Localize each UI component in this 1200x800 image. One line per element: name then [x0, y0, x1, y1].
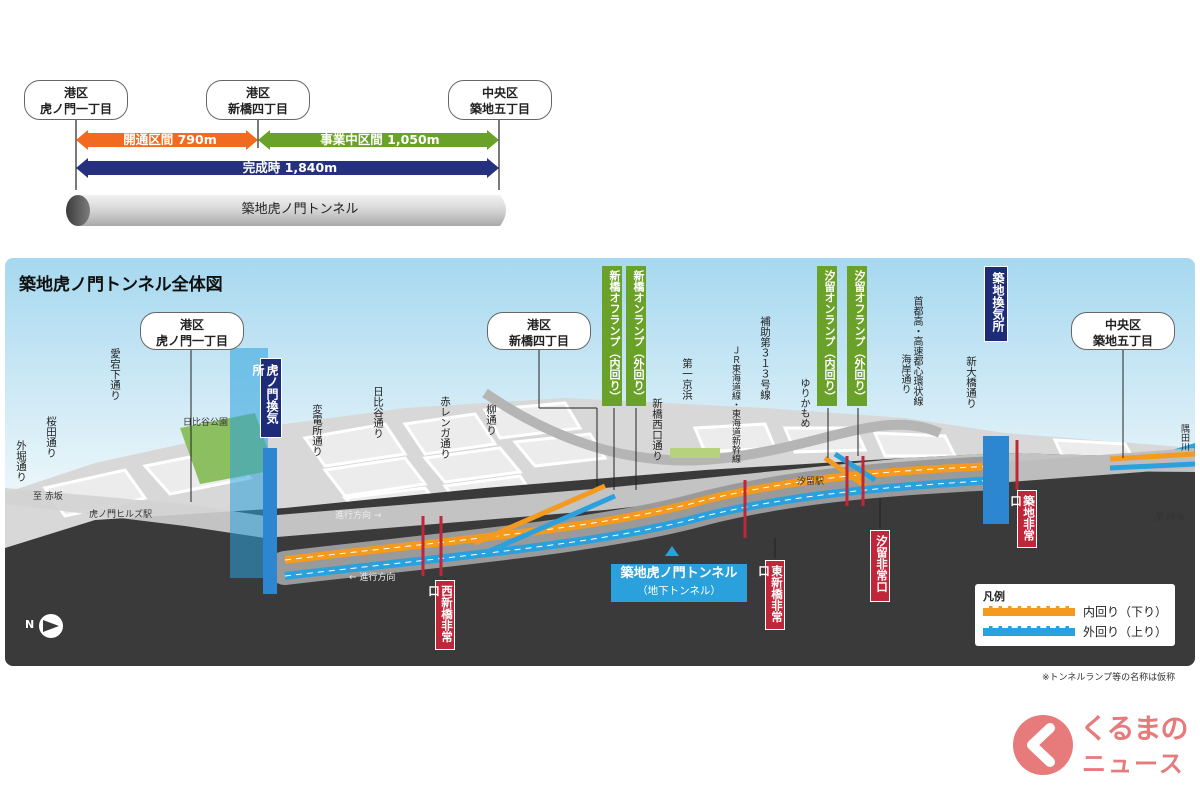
label-akarenga: 赤レンガ通り — [439, 396, 451, 459]
label-kaigan: 海岸通り — [899, 354, 910, 394]
overview-loc-right: 中央区 築地五丁目 — [1071, 312, 1175, 350]
complete-label: 完成時 1,840m — [242, 160, 338, 175]
overview-loc-left: 港区 虎ノ門一丁目 — [140, 312, 244, 350]
location-right-ward: 中央区 — [481, 86, 518, 100]
label-toranomon-hills-station: 虎ノ門ヒルズ駅 — [89, 510, 153, 520]
label-sakurada: 桜田通り — [45, 416, 57, 458]
ramp-shinbashi-off: 新橋オフランプ（内回り） — [602, 266, 622, 406]
label-hibiya: 日比谷通り — [372, 386, 384, 439]
north-indicator: N — [25, 614, 75, 638]
shiodome-ramp-on — [823, 455, 867, 489]
exit-nishi-shinbashi: 西新橋非常口 — [427, 580, 455, 650]
location-right-town: 築地五丁目 — [469, 102, 530, 116]
shinbashi-ramp-on — [483, 493, 617, 556]
label-yurikamome: ゆりかもめ — [798, 378, 809, 428]
vent-tsukiji: 築地換気所 — [984, 266, 1008, 342]
tunnel-callout-name: 築地虎ノ門トンネル — [620, 566, 738, 581]
overview-title: 築地虎ノ門トンネル全体図 — [19, 275, 223, 295]
label-shutoko: 首都高・高速都心環状線 — [911, 296, 922, 406]
label-direction-1: 進行方向 → — [335, 511, 382, 521]
footnote: ※トンネルランプ等の名称は仮称 — [1042, 673, 1176, 683]
overview-loc-mid: 港区 新橋四丁目 — [487, 312, 591, 350]
brand-line2: ニュース — [1082, 750, 1185, 778]
overview-loc-mid-town: 新橋四丁目 — [508, 334, 569, 348]
label-sotobori: 外堀通り — [15, 440, 27, 482]
business-arrow — [258, 130, 499, 150]
label-hendensho: 変電所通り — [311, 404, 323, 457]
location-mid-bubble: 港区 新橋四丁目 — [206, 80, 310, 120]
location-left-bubble: 港区 虎ノ門一丁目 — [24, 80, 128, 120]
legend-inner-swatch — [983, 606, 1075, 616]
vent-toranomon: 虎ノ門換気所 — [251, 358, 282, 438]
business-label: 事業中区間 1,050m — [320, 132, 440, 147]
location-mid-town: 新橋四丁目 — [227, 102, 288, 116]
brand-line1: くるまの — [1080, 712, 1188, 745]
tunnel-callout-sub: （地下トンネル） — [637, 585, 721, 597]
overview-loc-right-ward: 中央区 — [1104, 318, 1141, 332]
label-to-akasaka: 至 赤坂 — [33, 492, 63, 502]
north-letter: N — [25, 618, 35, 631]
opened-label: 開通区間 790m — [123, 132, 217, 147]
location-mid-ward: 港区 — [245, 86, 270, 100]
overview-panel: 築地虎ノ門トンネル全体図 港区 虎ノ門一丁目 港区 新橋四丁目 中央区 築地五丁… — [5, 258, 1195, 666]
location-left-town: 虎ノ門一丁目 — [39, 102, 112, 116]
tunnel-callout: 築地虎ノ門トンネル （地下トンネル） — [611, 564, 747, 602]
ramp-shiodome-off: 汐留オフランプ（外回り） — [847, 266, 867, 406]
complete-arrow — [76, 158, 499, 178]
legend-inner-label: 内回り（下り） — [1083, 605, 1168, 619]
label-hojo313: 補助第３１３号線 — [759, 316, 771, 400]
exit-shiodome: 汐留非常口 — [870, 530, 890, 602]
shinbashi-ramp-off — [473, 483, 607, 546]
underground — [5, 453, 1195, 666]
tunnel-label: 築地虎ノ門トンネル — [241, 202, 359, 217]
tsukiji-vent-shaft — [983, 436, 1009, 524]
tunnel-cylinder-end — [66, 195, 90, 226]
legend-outer-label: 外回り（上り） — [1083, 625, 1168, 639]
opened-arrow — [76, 130, 258, 150]
jr-train — [670, 448, 720, 458]
location-right-bubble: 中央区 築地五丁目 — [448, 80, 552, 120]
overview-loc-mid-ward: 港区 — [526, 318, 551, 332]
shiodome-ramp-off — [833, 451, 877, 483]
label-jr: ＪＲ東海道線・東海道新幹線 — [730, 346, 740, 463]
tunnel-callout-pointer — [665, 546, 679, 556]
legend-outer-swatch — [983, 626, 1075, 636]
label-daiichi-keihin: 第一京浜 — [681, 358, 693, 400]
exit-towers — [421, 440, 1019, 576]
leader-lines — [190, 350, 1124, 588]
label-sumida: 隅田川 — [1179, 424, 1189, 451]
legend: 凡例 内回り（下り） 外回り（上り） — [975, 584, 1175, 646]
exit-tsukiji: 築地非常口 — [1009, 490, 1037, 548]
tunnel-tube — [268, 456, 1012, 585]
legend-title: 凡例 — [983, 590, 1005, 603]
label-direction-2: ← 進行方向 — [349, 573, 396, 583]
overview-loc-left-town: 虎ノ門一丁目 — [155, 334, 228, 348]
tunnel-cylinder — [78, 195, 506, 226]
ramp-shinbashi-on: 新橋オンランプ（外回り） — [626, 266, 646, 406]
brand-logo: くるまの ニュース — [1010, 708, 1196, 784]
compass-icon — [39, 614, 63, 638]
overview-loc-right-town: 築地五丁目 — [1092, 334, 1153, 348]
label-shiodome-station: 汐留駅 — [797, 477, 825, 487]
overview-loc-left-ward: 港区 — [179, 318, 204, 332]
label-shin-ohashi: 新大橋通り — [965, 356, 977, 409]
expressway — [482, 388, 943, 466]
label-to-harumi: 至 晴海 — [1155, 513, 1185, 523]
label-hibiya-park: 日比谷公園 — [183, 418, 229, 428]
label-atago: 愛宕下通り — [109, 348, 121, 401]
label-yanagi: 柳通り — [485, 404, 497, 436]
location-left-ward: 港区 — [63, 86, 88, 100]
exit-higashi-shinbashi: 東新橋非常口 — [757, 560, 785, 630]
label-shinbashi-nishi: 新橋西口通り — [651, 398, 663, 461]
top-diagram-lines — [66, 120, 506, 226]
ramp-shiodome-on: 汐留オンランプ（内回り） — [817, 266, 837, 406]
brand-logo-mark — [1013, 715, 1073, 775]
